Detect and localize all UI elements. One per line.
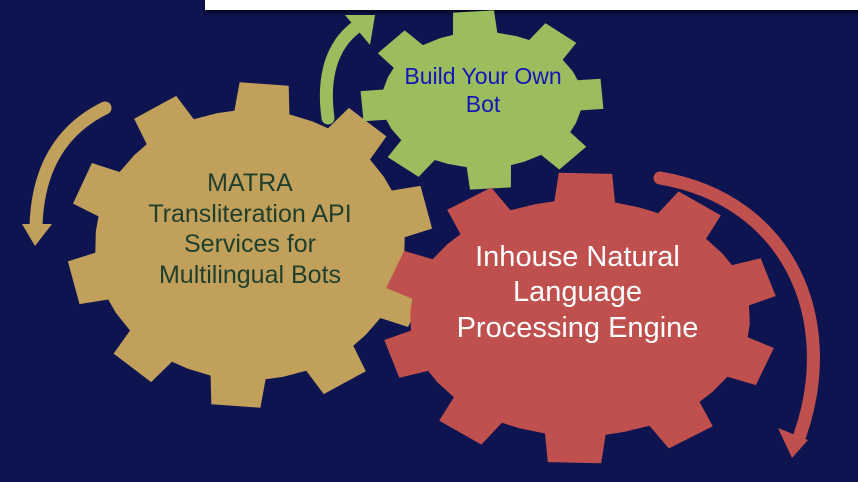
- right-gear-arrow: [653, 171, 820, 442]
- small-gear-label: Build Your Own Bot: [404, 63, 562, 118]
- right-gear-arrowhead: [778, 428, 808, 458]
- left-gear-arrowhead: [22, 224, 52, 246]
- left-gear-arrow: [29, 101, 112, 232]
- small-gear-arrowhead: [345, 15, 375, 45]
- left-gear: [67, 82, 433, 408]
- right-gear: [384, 172, 776, 464]
- small-gear: [360, 10, 604, 190]
- left-gear-label: MATRA Transliteration API Services for M…: [148, 169, 352, 289]
- right-gear-label: Inhouse Natural Language Processing Engi…: [456, 241, 699, 344]
- small-gear-arrow: [319, 21, 362, 125]
- top-bar: [205, 0, 858, 10]
